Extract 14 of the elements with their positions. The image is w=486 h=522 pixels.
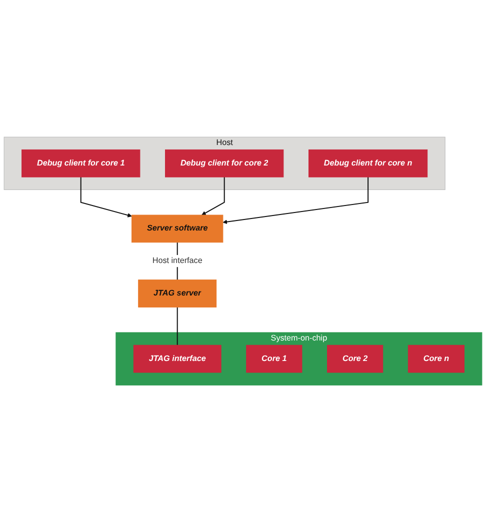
edge-label: Host interface	[152, 256, 202, 266]
node-box: JTAG server	[138, 279, 217, 308]
node-box: Debug client for core 1	[22, 149, 140, 178]
node-box: Core n	[408, 344, 464, 373]
node-box: Debug client for core n	[308, 149, 428, 178]
node-box: Core 2	[327, 344, 384, 373]
node-box: JTAG interface	[133, 344, 222, 373]
arrow	[202, 176, 225, 216]
arrow	[80, 176, 132, 218]
arrow	[222, 176, 369, 224]
connector	[176, 307, 178, 346]
node-box: Core 1	[246, 344, 302, 373]
node-box: Server software	[132, 214, 224, 243]
node-box: Debug client for core 2	[165, 149, 284, 178]
